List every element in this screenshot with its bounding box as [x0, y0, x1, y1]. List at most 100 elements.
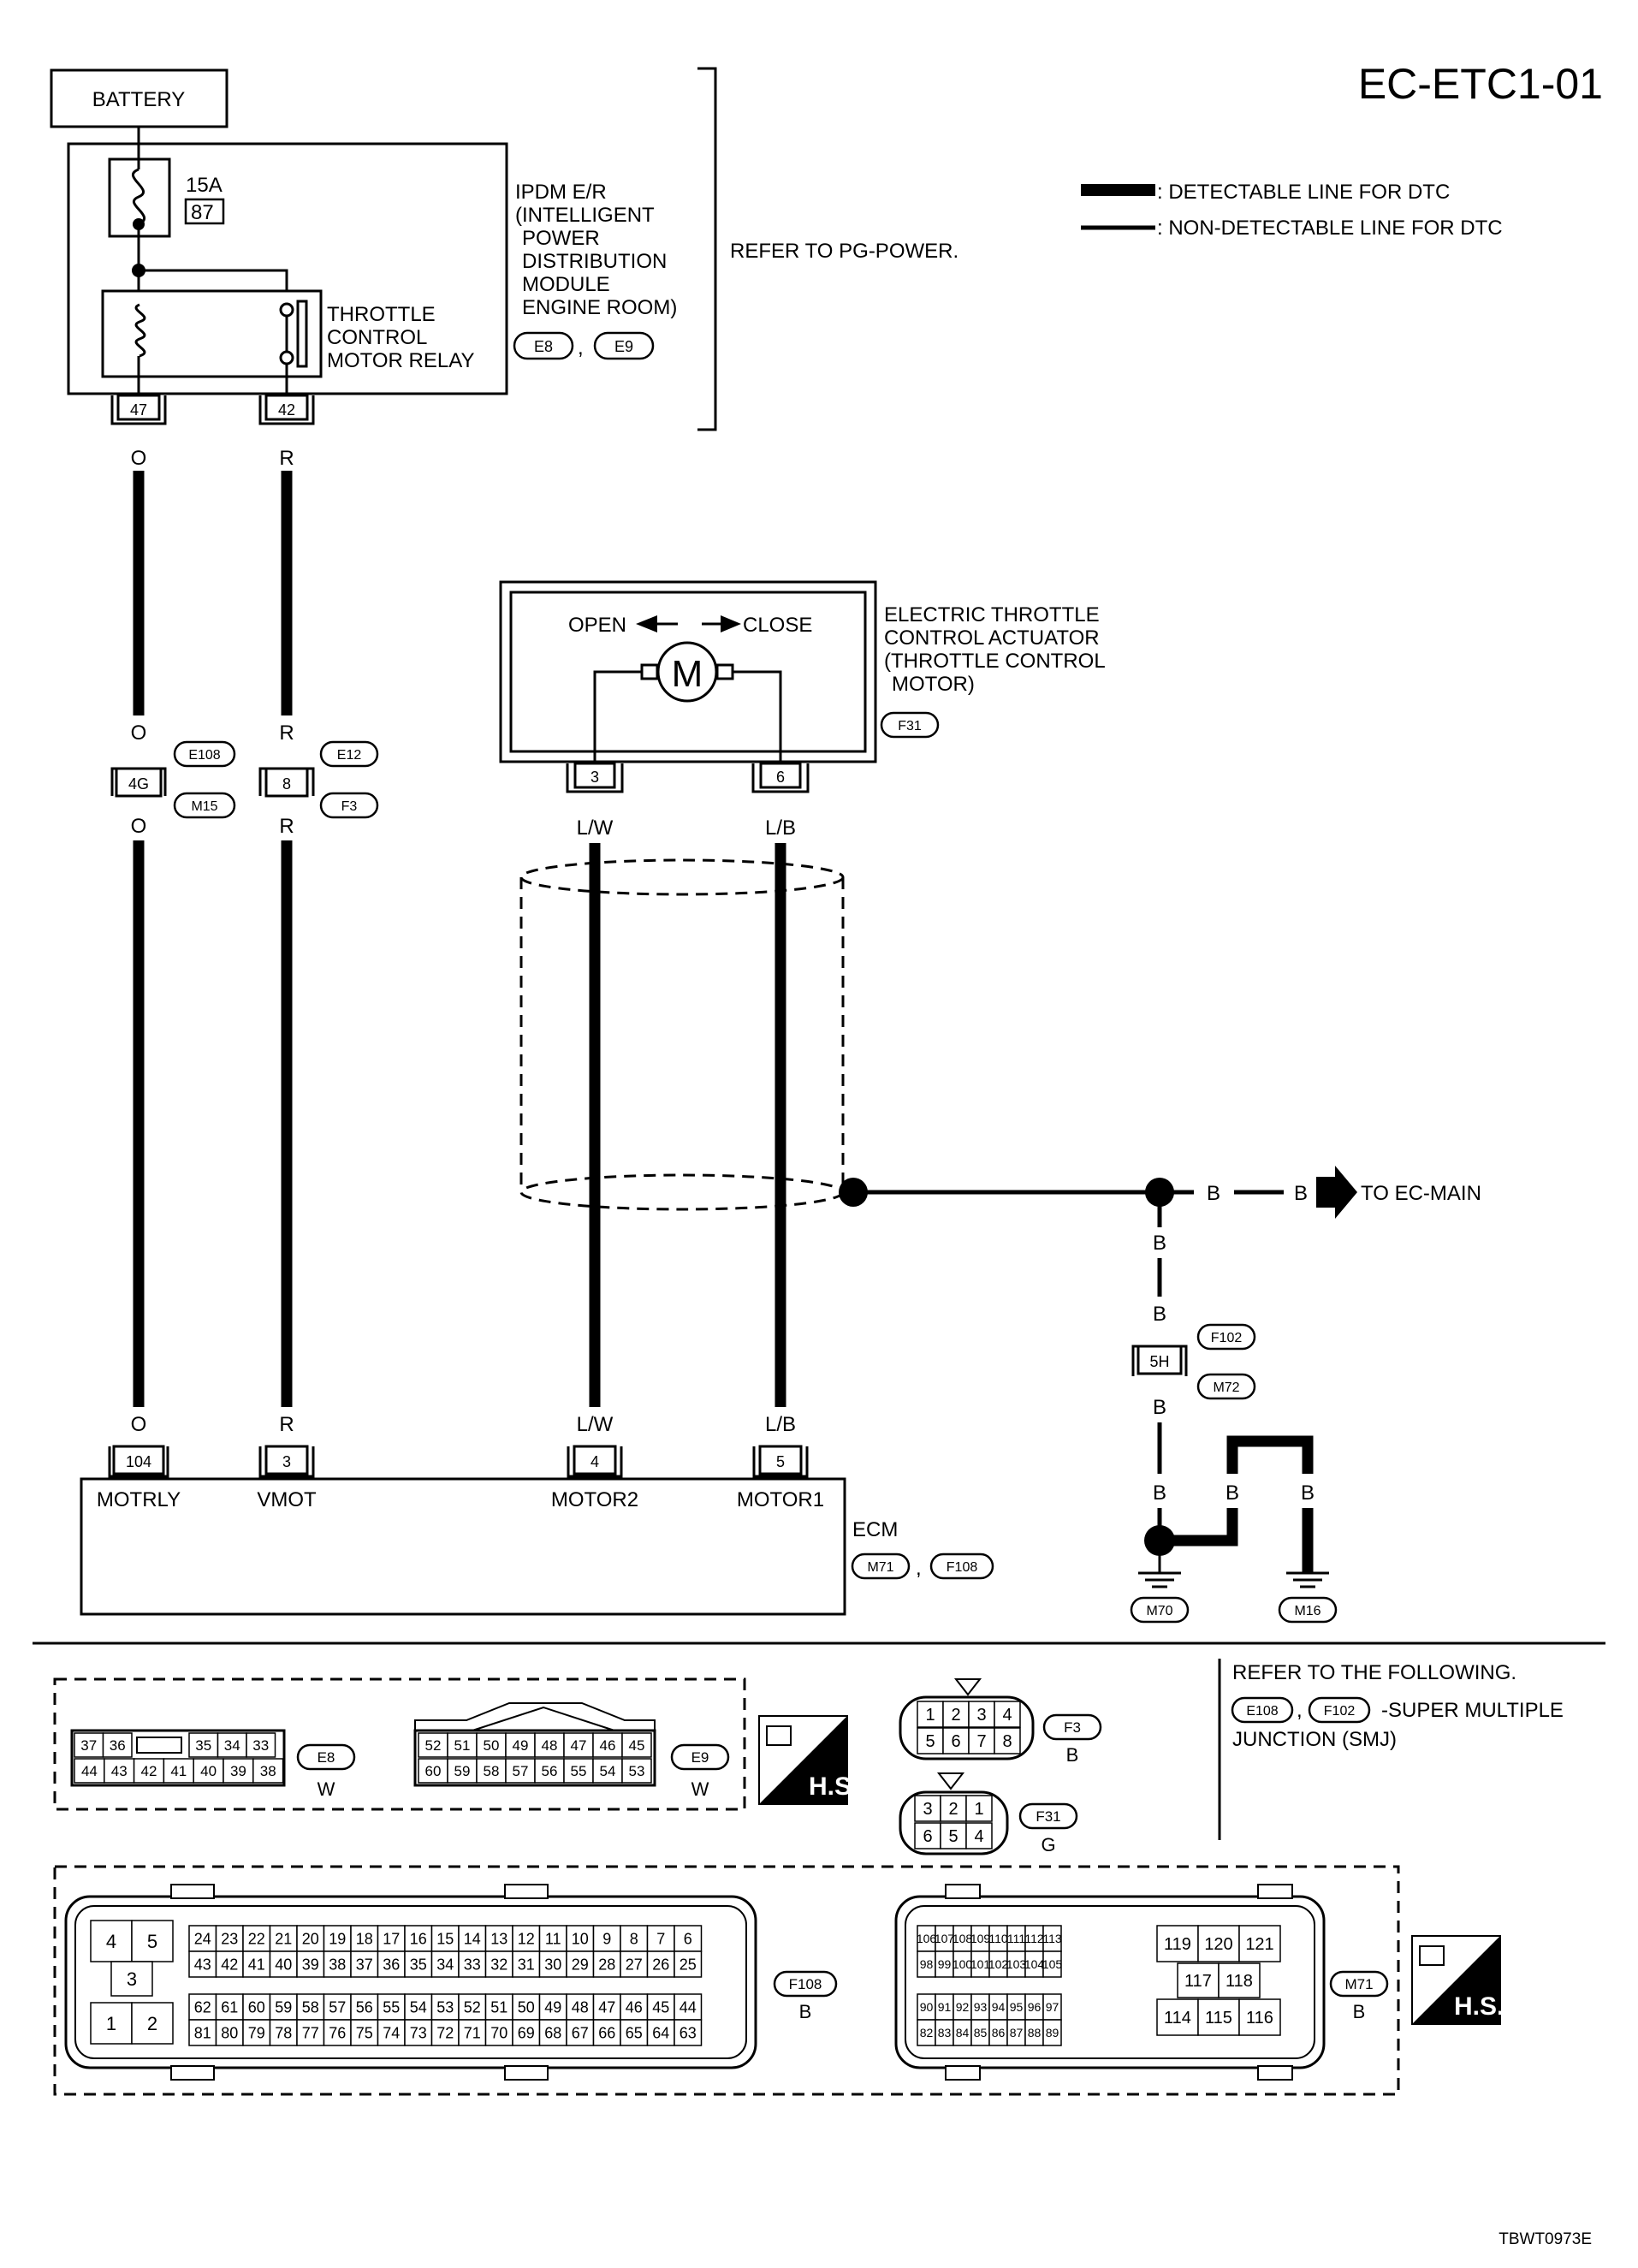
pin-number: 56: [356, 1998, 373, 2016]
pin-number: 54: [410, 1998, 427, 2016]
svg-text:3: 3: [282, 1453, 291, 1470]
pin-number: 69: [518, 2024, 535, 2041]
pin-number: 1: [106, 2013, 116, 2034]
pin-number: 47: [598, 1998, 615, 2016]
svg-text:B: B: [1301, 1481, 1315, 1505]
pin-number: 118: [1226, 1972, 1253, 1991]
pin-number: 42: [141, 1763, 157, 1779]
ecm-pin-4: 4: [567, 1445, 623, 1478]
svg-text:3: 3: [591, 769, 599, 786]
pin-number: 108: [953, 1932, 973, 1945]
pin-number: 58: [484, 1763, 500, 1779]
svg-text:F3: F3: [1064, 1719, 1081, 1736]
pin-number: 4: [974, 1827, 983, 1846]
pin-number: 119: [1164, 1935, 1191, 1954]
pin-number: 37: [356, 1956, 373, 1973]
pin-number: 74: [383, 2024, 400, 2041]
pin-number: 88: [1028, 2026, 1042, 2039]
pin-number: 51: [490, 1998, 507, 2016]
pin-number: 114: [1164, 2009, 1191, 2028]
pin-number: 30: [544, 1956, 561, 1973]
pin-number: 86: [992, 2026, 1006, 2039]
pin-number: 8: [630, 1930, 638, 1947]
pin-number: 44: [680, 1998, 697, 2016]
svg-text:B: B: [1207, 1182, 1220, 1205]
svg-text:L/B: L/B: [765, 1413, 796, 1436]
pin-number: 61: [221, 1998, 238, 2016]
pin-number: 32: [490, 1956, 507, 1973]
svg-text:M: M: [672, 653, 703, 695]
pin-number: 13: [490, 1930, 507, 1947]
pin-number: 60: [425, 1763, 442, 1779]
pin-number: 121: [1245, 1935, 1273, 1954]
svg-text:R: R: [279, 447, 294, 470]
svg-text:M70: M70: [1146, 1604, 1172, 1618]
pin-number: 73: [410, 2024, 427, 2041]
pin-number: 1: [974, 1800, 983, 1819]
joint-connector-8: 8 E12 F3: [258, 740, 379, 819]
pin-number: 53: [436, 1998, 454, 2016]
svg-text:F3: F3: [341, 799, 358, 814]
to-ec-main: TO EC-MAIN: [1361, 1182, 1481, 1205]
open-label: OPEN: [568, 614, 626, 637]
ecm-pin-104: 104: [108, 1445, 169, 1478]
pin-number: 40: [275, 1956, 292, 1973]
svg-text:E12: E12: [337, 748, 362, 763]
pin-number: 35: [195, 1737, 211, 1754]
pin-number: 38: [329, 1956, 346, 1973]
pin-number: 84: [956, 2026, 970, 2039]
svg-text:CONTROL ACTUATOR: CONTROL ACTUATOR: [884, 626, 1100, 650]
svg-text:O: O: [131, 1413, 147, 1436]
pin-number: 33: [464, 1956, 481, 1973]
actuator-connector-f31: [880, 711, 940, 739]
svg-text:O: O: [131, 815, 147, 838]
ground-icon: [1138, 1571, 1181, 1588]
ground-m70: [1130, 1596, 1190, 1624]
pin-number: 43: [111, 1763, 128, 1779]
pin-number: 34: [436, 1956, 454, 1973]
ipdm-label-3: POWER: [522, 227, 600, 250]
pin-number: 50: [484, 1737, 500, 1754]
pin-number: 36: [110, 1737, 126, 1754]
pin-number: 58: [302, 1998, 319, 2016]
svg-text:F108: F108: [789, 1976, 822, 1992]
svg-text:B: B: [1294, 1182, 1308, 1205]
actuator-pin-3: 3: [566, 762, 624, 793]
pin-number: 83: [938, 2026, 952, 2039]
pin-number: 4: [106, 1931, 116, 1952]
pin-number: 55: [571, 1763, 587, 1779]
pin-number: 51: [454, 1737, 471, 1754]
pin-number: 6: [684, 1930, 692, 1947]
arrow-to-ec-main-icon: [1316, 1166, 1357, 1219]
pin-number: 116: [1246, 2009, 1273, 2028]
pin-number: 100: [953, 1957, 973, 1971]
connector-panel-top: [53, 1677, 746, 1811]
pin-number: 36: [383, 1956, 400, 1973]
svg-text:(THROTTLE CONTROL: (THROTTLE CONTROL: [884, 650, 1106, 673]
pin-number: 27: [626, 1956, 643, 1973]
ipdm-connector-e8: [513, 331, 574, 360]
ipdm-connector-e9: [593, 331, 655, 360]
svg-text:B: B: [1353, 2001, 1366, 2022]
pin-number: 8: [1002, 1732, 1012, 1751]
svg-text:B: B: [1066, 1744, 1079, 1766]
pin-number: 120: [1204, 1935, 1232, 1954]
ipdm-label-1: IPDM E/R: [515, 181, 607, 204]
refer-following: REFER TO THE FOLLOWING.: [1232, 1661, 1516, 1684]
svg-text:M71: M71: [1344, 1976, 1373, 1992]
pin-number: 68: [544, 2024, 561, 2041]
svg-text:5: 5: [776, 1453, 785, 1470]
pin-number: 93: [974, 2000, 988, 2014]
pin-number: 7: [656, 1930, 665, 1947]
pin-number: 109: [970, 1932, 991, 1945]
pin-number: 79: [248, 2024, 265, 2041]
svg-text:E9: E9: [614, 338, 633, 355]
pin-number: 25: [680, 1956, 697, 1973]
svg-text:42: 42: [278, 401, 295, 419]
pin-number: 59: [454, 1763, 471, 1779]
pin-number: 48: [542, 1737, 558, 1754]
svg-text:-SUPER MULTIPLE: -SUPER MULTIPLE: [1381, 1699, 1564, 1722]
ipdm-label-6: ENGINE ROOM): [522, 296, 677, 319]
